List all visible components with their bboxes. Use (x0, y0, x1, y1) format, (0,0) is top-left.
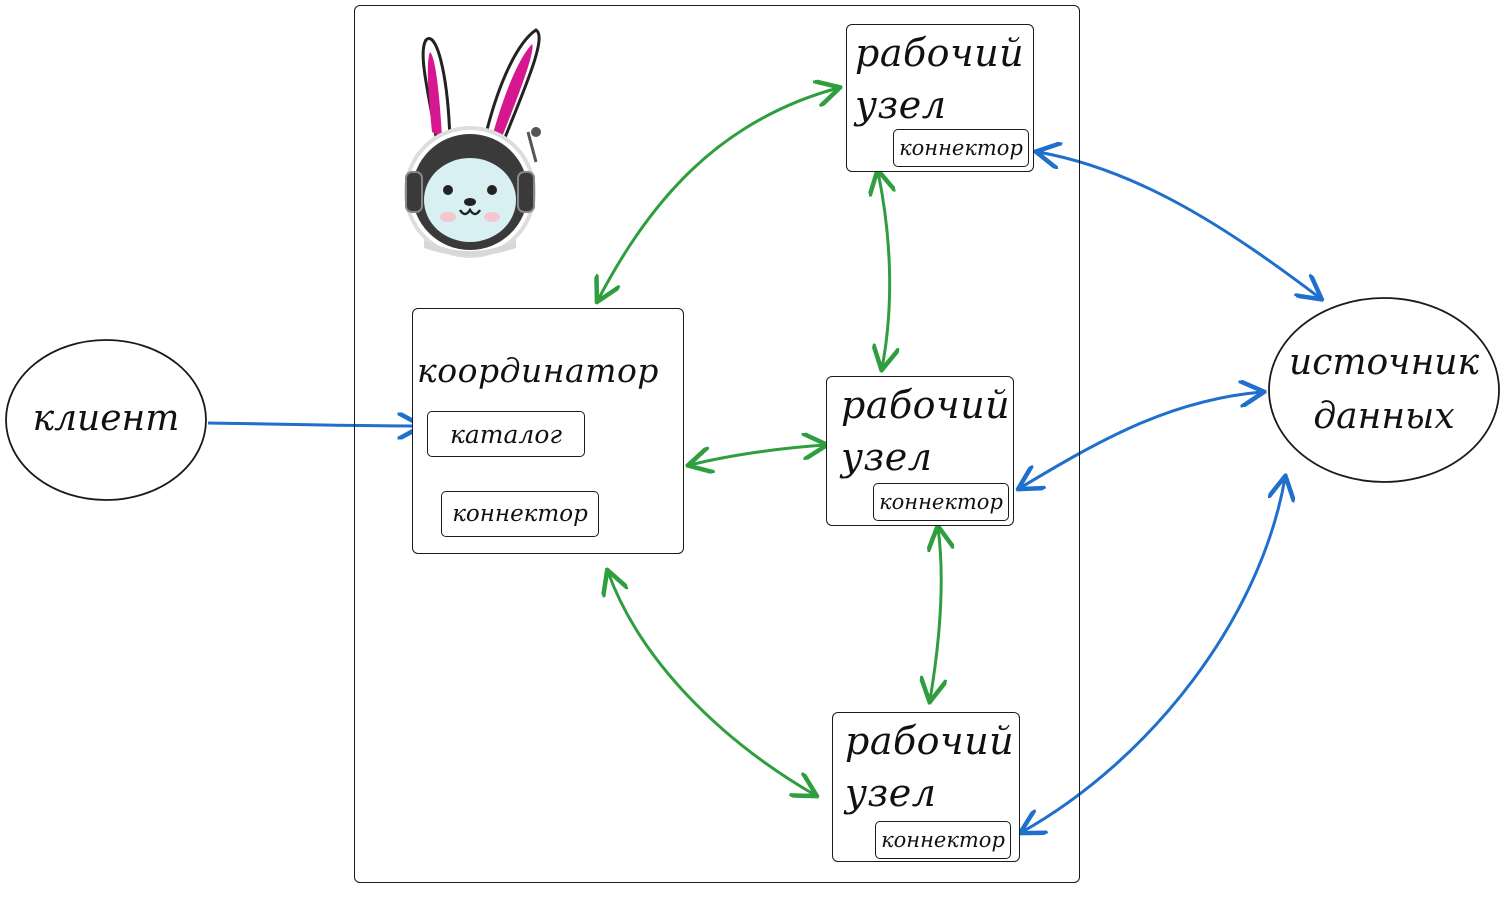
edge-worker-middle-worker-bottom (930, 528, 941, 700)
worker-top-title: рабочий узел (855, 27, 1024, 131)
edge-client-coordinator (207, 423, 420, 426)
client-label: клиент (32, 398, 180, 439)
worker-bottom-title: рабочий узел (845, 715, 1014, 819)
worker-node-middle: рабочий узел коннектор (826, 376, 1014, 526)
worker-bottom-title-line1: рабочий (845, 719, 1015, 763)
worker-middle-connector-box: коннектор (873, 483, 1009, 521)
coordinator-connector-box: коннектор (441, 491, 599, 537)
data-source-label-line1: источник (1289, 342, 1479, 383)
edge-worker-top-worker-middle (878, 172, 890, 368)
coordinator-title: координатор (417, 351, 659, 390)
coordinator-node: координатор каталог коннектор (412, 308, 684, 554)
catalog-box: каталог (427, 411, 585, 457)
edge-worker-bottom-datasource (1022, 478, 1285, 832)
worker-bottom-connector-box: коннектор (875, 821, 1011, 859)
edge-worker-top-datasource (1038, 152, 1320, 298)
edge-coordinator-worker-top (598, 88, 838, 300)
worker-middle-title-line1: рабочий (841, 383, 1011, 427)
data-source-label-line2: данных (1313, 396, 1455, 437)
edge-coordinator-worker-bottom (608, 572, 815, 795)
client-ellipse (5, 339, 207, 501)
worker-top-title-line1: рабочий (855, 31, 1025, 75)
worker-middle-title-line2: узел (841, 435, 933, 479)
worker-top-title-line2: узел (855, 83, 947, 127)
edge-worker-middle-datasource (1020, 392, 1262, 488)
worker-middle-title: рабочий узел (841, 379, 1010, 483)
worker-node-bottom: рабочий узел коннектор (832, 712, 1020, 862)
astronaut-bunny-icon (404, 28, 541, 258)
worker-top-connector-box: коннектор (893, 129, 1029, 167)
edge-coordinator-worker-middle (690, 445, 825, 465)
worker-node-top: рабочий узел коннектор (846, 24, 1034, 172)
data-source-label: источник данных (1270, 336, 1498, 444)
data-source-ellipse (1268, 297, 1500, 483)
worker-bottom-title-line2: узел (845, 771, 937, 815)
